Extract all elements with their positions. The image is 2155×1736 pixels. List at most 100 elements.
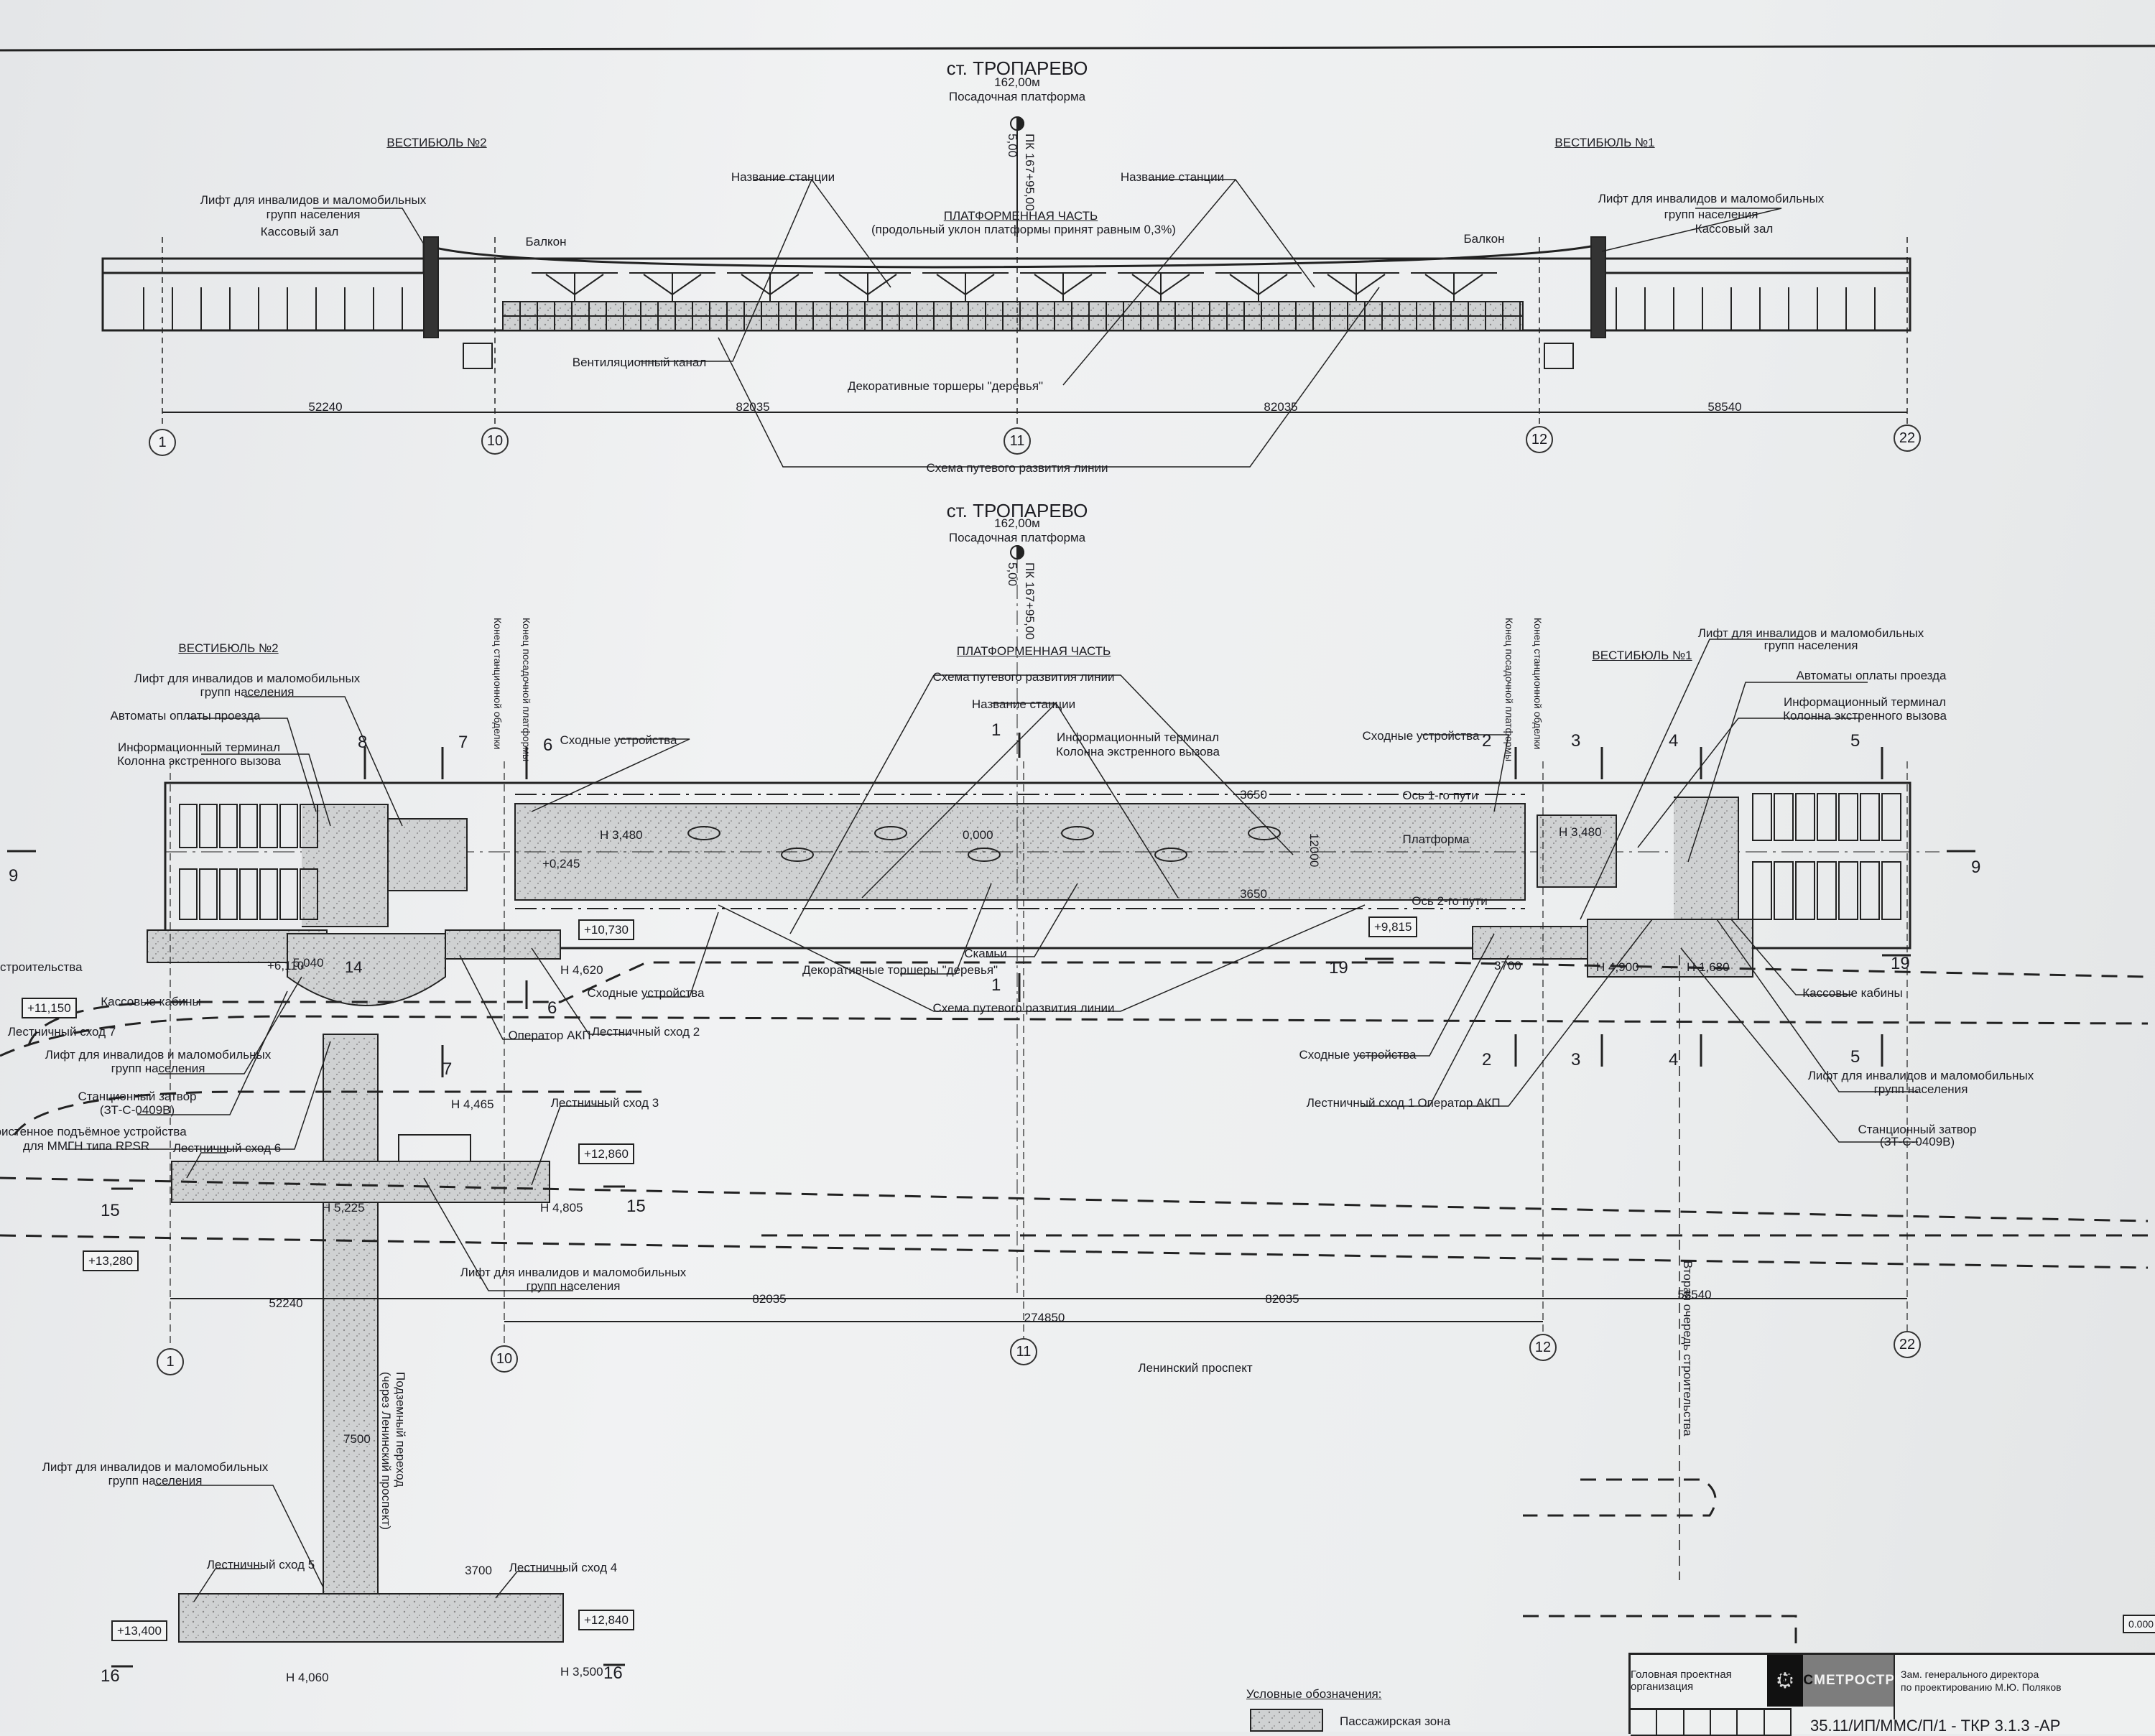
tree-lamp-plan-symbol bbox=[687, 826, 720, 840]
level-mark: H 3,480 bbox=[1559, 825, 1602, 839]
section-mark: 2 bbox=[1482, 731, 1492, 751]
section-track-scheme: Схема путевого развития линии bbox=[926, 461, 1108, 475]
room bbox=[1795, 793, 1815, 841]
underpass-width: 7500 bbox=[343, 1432, 371, 1446]
underpass-label-2: (через Ленинский проспект) bbox=[379, 1372, 393, 1530]
section-axis-marker: 1 bbox=[149, 429, 176, 456]
section-mark: 5 bbox=[1850, 731, 1860, 751]
document-code: 35.11/ИП/ММС/П/1 - ТКР 3.1.3 -АР bbox=[1810, 1717, 2061, 1735]
section-ticket-hall-left: Кассовый зал bbox=[260, 225, 339, 238]
plan-picket: ПК 167+95,00 bbox=[1023, 562, 1037, 640]
plan-lift-se-2: групп населения bbox=[1873, 1082, 1968, 1096]
plan-info-terminal-right: Информационный терминал bbox=[1784, 695, 1946, 709]
room bbox=[1752, 793, 1772, 841]
plan-lift-sw-1: Лифт для инвалидов и маломобильных bbox=[45, 1048, 272, 1062]
section-mark: 3 bbox=[1571, 1050, 1581, 1069]
section-balcony-right: Балкон bbox=[1463, 232, 1505, 246]
room bbox=[1817, 793, 1837, 841]
plan-platform-length: 162,00м bbox=[994, 516, 1040, 530]
plan-end-platform-left: Конец посадочной платформы bbox=[521, 618, 532, 762]
plan-width-platform: 12000 bbox=[1307, 833, 1321, 868]
level-mark: 3700 bbox=[1494, 959, 1521, 973]
section-mark: 4 bbox=[1669, 731, 1679, 751]
room bbox=[1838, 861, 1858, 920]
plan-lift-se-1: Лифт для инвалидов и маломобильных bbox=[1807, 1069, 2034, 1082]
plan-dim: 52240 bbox=[269, 1296, 303, 1310]
plan-stairs-1: Лестничный сход 1 bbox=[1306, 1096, 1415, 1110]
road-edges bbox=[0, 961, 2149, 1645]
section-axis-marker: 10 bbox=[481, 427, 509, 455]
level-mark: +10,730 bbox=[578, 919, 634, 940]
tree-lamp-plan-symbol bbox=[874, 826, 907, 840]
longitudinal-section bbox=[101, 236, 1911, 427]
section-mark: 15 bbox=[101, 1201, 120, 1220]
level-mark: +12,840 bbox=[578, 1610, 634, 1630]
section-lift-right-1: Лифт для инвалидов и маломобильных bbox=[1598, 192, 1825, 205]
room bbox=[259, 804, 278, 848]
section-mark: 16 bbox=[101, 1666, 120, 1686]
level-mark: H 1,680 bbox=[1687, 960, 1730, 974]
plan-track-scheme-bottom: Схема путевого развития линии bbox=[932, 1001, 1115, 1015]
level-mark: H 4,900 bbox=[1596, 960, 1639, 974]
plan-total-dim: 274850 bbox=[1024, 1311, 1065, 1324]
plan-platform-part: ПЛАТФОРМЕННАЯ ЧАСТЬ bbox=[956, 644, 1111, 658]
plan-info-terminal-center: Информационный терминал bbox=[1057, 730, 1219, 744]
plan-axis-track2: Ось 2-го пути bbox=[1412, 894, 1488, 908]
plan-axis-marker: 22 bbox=[1894, 1331, 1921, 1358]
tree-lamp-symbol bbox=[532, 272, 618, 302]
plan-station-gate-right-1: Станционный затвор bbox=[1858, 1123, 1977, 1136]
tree-lamp-symbol bbox=[825, 272, 911, 302]
section-mark: 5 bbox=[1850, 1047, 1860, 1067]
tree-lamp-symbol bbox=[1215, 272, 1302, 302]
room bbox=[179, 804, 198, 848]
tree-lamp-plan-symbol bbox=[968, 848, 1001, 862]
level-mark: H 5,225 bbox=[322, 1201, 365, 1215]
section-mark: 7 bbox=[442, 1059, 453, 1079]
plan-station-gate-left-2: (ЗТ-С-0409В) bbox=[99, 1103, 175, 1117]
plan-tree-lamps bbox=[687, 826, 1281, 862]
section-axis-marker: 12 bbox=[1526, 426, 1553, 453]
legend-swatch-passenger-zone bbox=[1250, 1709, 1323, 1732]
plan-stairs-6: Лестничный сход 6 bbox=[172, 1141, 282, 1155]
section-lift-left-1: Лифт для инвалидов и маломобильных bbox=[200, 193, 427, 207]
section-mark: 1 bbox=[991, 720, 1001, 740]
underpass-stairs-4: Лестничный сход 4 bbox=[509, 1561, 618, 1574]
section-ticket-hall-right: Кассовый зал bbox=[1695, 222, 1774, 236]
room bbox=[1774, 861, 1794, 920]
vestibule-1-rooms bbox=[1752, 793, 1901, 920]
avenue-label: Ленинский проспект bbox=[1138, 1361, 1253, 1375]
section-slope-note: (продольный уклон платформы принят равны… bbox=[871, 223, 1176, 236]
plan-station-gate-right-2: (ЗТ-С-0409В) bbox=[1879, 1135, 1955, 1148]
title-block-grid bbox=[1631, 1708, 1792, 1736]
section-mark: 9 bbox=[9, 866, 19, 886]
room bbox=[219, 868, 238, 920]
plan-escalators-left: Сходные устройства bbox=[560, 733, 677, 747]
director-line-2: по проектированию М.Ю. Поляков bbox=[1901, 1681, 2062, 1693]
room bbox=[239, 804, 258, 848]
section-mark: 1 bbox=[991, 975, 1001, 995]
section-balcony-left: Балкон bbox=[525, 235, 567, 249]
plan-akp-operator-left: Оператор АКП bbox=[508, 1029, 591, 1042]
level-mark: 5,040 bbox=[293, 956, 324, 970]
edge-level-mark: 0.000 bbox=[2123, 1615, 2155, 1633]
tree-lamp-symbol bbox=[1313, 272, 1399, 302]
plan-akp-operator-right: Оператор АКП bbox=[1417, 1096, 1501, 1110]
plan-lift-right-1: Лифт для инвалидов и маломобильных bbox=[1697, 626, 1924, 640]
room bbox=[1795, 861, 1815, 920]
section-mark: 2 bbox=[1482, 1050, 1492, 1069]
section-mark: 15 bbox=[626, 1197, 646, 1216]
section-offset: 5,00 bbox=[1006, 134, 1019, 158]
tree-lamp-symbol bbox=[1118, 272, 1204, 302]
room bbox=[199, 868, 218, 920]
tree-lamp-plan-symbol bbox=[1061, 826, 1094, 840]
room bbox=[1860, 861, 1880, 920]
plan-wall-lift-2: для ММГН типа RPSR bbox=[22, 1139, 150, 1153]
plan-lift-left-1: Лифт для инвалидов и маломобильных bbox=[134, 672, 361, 685]
plan-lift-underpass-2: групп населения bbox=[526, 1279, 621, 1293]
tree-lamp-symbol bbox=[1020, 272, 1106, 302]
underpass-width-3700: 3700 bbox=[465, 1564, 492, 1577]
level-mark: 0,000 bbox=[963, 828, 993, 842]
